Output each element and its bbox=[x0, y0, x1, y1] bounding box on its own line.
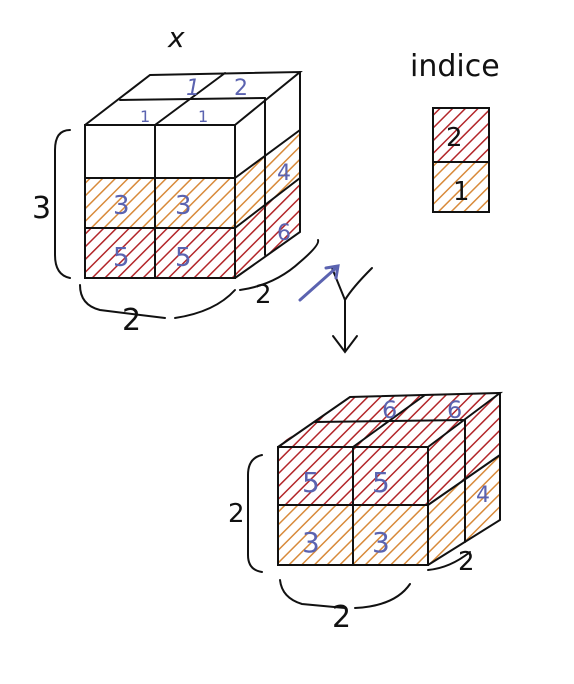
top-cube-depth-label: 2 bbox=[255, 280, 272, 310]
indice-value-2: 2 bbox=[446, 123, 463, 153]
width-bracket-right bbox=[174, 289, 236, 319]
top-cube-side-red bbox=[235, 178, 300, 278]
indice-cell-2 bbox=[432, 107, 490, 163]
bottom-cube-side bbox=[427, 392, 501, 566]
bottom-cube-top-6a: 6 bbox=[382, 396, 397, 424]
bottom-cube-width-label: 2 bbox=[332, 600, 351, 635]
bottom-cube-top-6b: 6 bbox=[447, 396, 462, 424]
bottom-width-bracket-right bbox=[354, 583, 411, 609]
bottom-cube-side-4: 4 bbox=[476, 483, 490, 508]
indice-tensor bbox=[432, 107, 490, 213]
top-cube bbox=[54, 70, 320, 319]
top-cube-side bbox=[234, 71, 301, 279]
top-cube-width-label: 2 bbox=[122, 303, 141, 338]
bottom-depth-bracket bbox=[427, 551, 471, 571]
top-cube-side-4: 4 bbox=[277, 161, 291, 186]
top-cube-height-label: 3 bbox=[32, 191, 51, 226]
bottom-cube bbox=[247, 391, 504, 609]
bottom-cube-top-red bbox=[275, 393, 500, 447]
bottom-cube-depth-label: 2 bbox=[458, 547, 475, 577]
top-cube-cell-3b: 3 bbox=[175, 191, 192, 221]
bottom-cube-cell-3a: 3 bbox=[302, 526, 320, 559]
top-cube-orange-row bbox=[85, 178, 235, 228]
width-bracket-left bbox=[79, 284, 166, 319]
top-cube-top-val-3: 1 bbox=[140, 107, 150, 126]
top-cube-top-val-1: 1 bbox=[186, 76, 200, 101]
top-cube-side-6: 6 bbox=[277, 221, 291, 246]
blue-arrow-icon bbox=[298, 264, 340, 302]
bottom-cube-side-red bbox=[427, 393, 500, 505]
top-cube-side-orange bbox=[235, 130, 300, 228]
bottom-cube-cell-5a: 5 bbox=[302, 466, 320, 499]
bottom-height-bracket bbox=[247, 454, 263, 573]
indice-cell-1 bbox=[432, 161, 490, 213]
bottom-cube-cell-3b: 3 bbox=[372, 526, 390, 559]
top-cube-cell-5b: 5 bbox=[175, 243, 192, 273]
depth-bracket bbox=[239, 239, 320, 291]
top-cube-top-val-2: 2 bbox=[234, 76, 248, 101]
x-label: x bbox=[167, 21, 185, 54]
bottom-cube-height-label: 2 bbox=[228, 499, 245, 529]
indice-label: indice bbox=[410, 49, 500, 84]
top-cube-front bbox=[84, 124, 236, 279]
top-cube-cell-3a: 3 bbox=[113, 191, 130, 221]
top-cube-cell-5a: 5 bbox=[113, 243, 130, 273]
top-cube-red-row bbox=[85, 228, 235, 278]
indice-value-1: 1 bbox=[453, 177, 470, 207]
top-cube-top-val-4: 1 bbox=[198, 107, 208, 126]
bottom-width-bracket-left bbox=[279, 579, 346, 609]
height-bracket bbox=[54, 129, 71, 279]
bottom-cube-cell-5b: 5 bbox=[372, 466, 390, 499]
transform-arrow bbox=[331, 267, 373, 354]
